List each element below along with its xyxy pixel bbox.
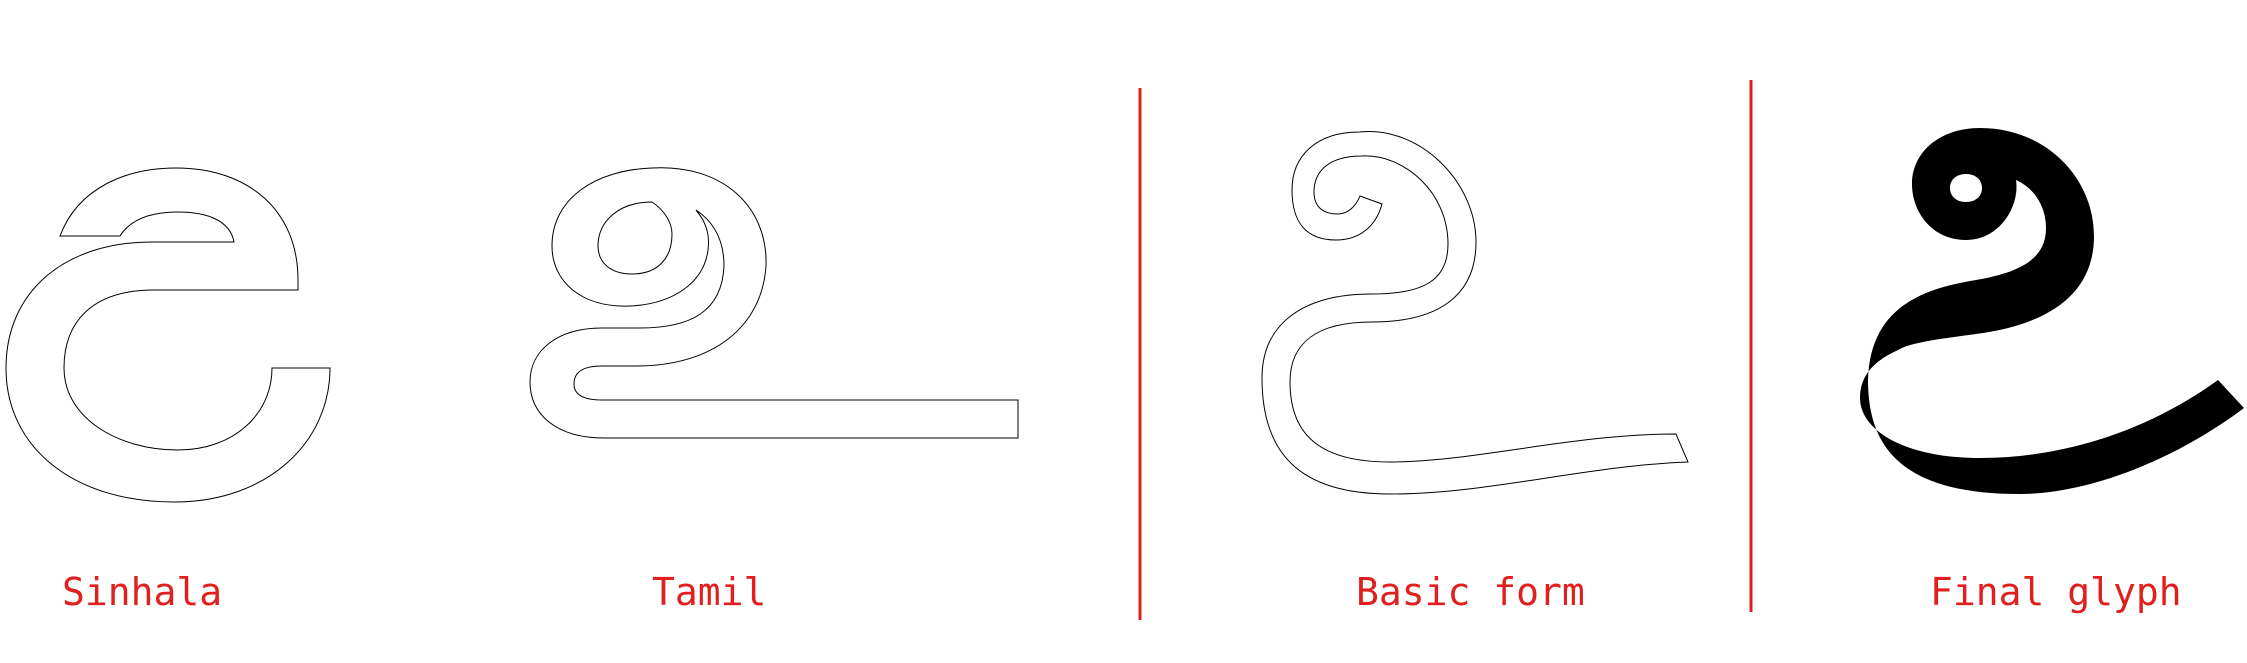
sinhala-glyph-outline — [5, 167, 331, 503]
label-basic-form: Basic form — [1356, 570, 1585, 614]
label-final-glyph: Final glyph — [1930, 570, 2182, 614]
basic-form-glyph-outline — [1261, 131, 1689, 495]
final-glyph-filled — [1860, 128, 2244, 494]
label-tamil: Tamil — [652, 570, 767, 614]
label-sinhala: Sinhala — [62, 570, 223, 614]
tamil-glyph-outline — [529, 167, 1019, 439]
